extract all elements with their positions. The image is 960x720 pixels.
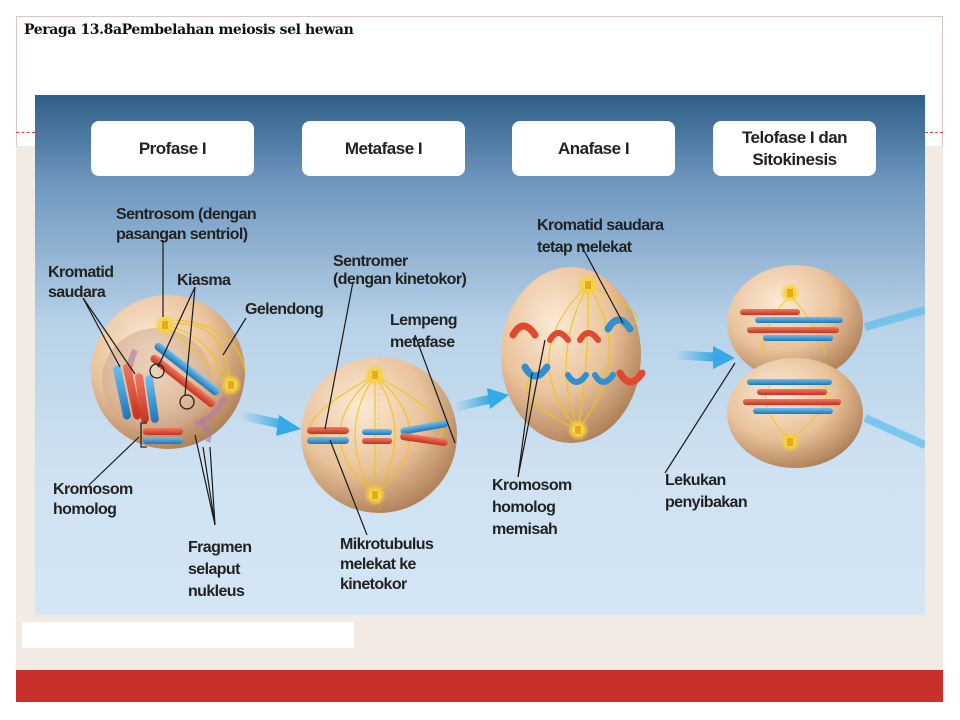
label-fragmen-line1: Fragmen [188, 539, 252, 556]
label-sentromer-line2: (dengan kinetokor) [333, 271, 467, 288]
chiasma-circle-1 [149, 363, 165, 379]
centrosome-bottom [567, 419, 589, 441]
spindle-fibers [525, 284, 638, 431]
phase-box-telofase: Telofase I dan Sitokinesis [713, 121, 876, 176]
label-gelendong: Gelendong [245, 301, 324, 318]
cell-metafase [301, 357, 457, 513]
label-lempeng-line2: metafase [390, 334, 455, 351]
chromosome-pair-bottom [143, 428, 183, 444]
homolog-bracket [140, 422, 147, 448]
phase-label-metafase: Metafase I [344, 138, 423, 158]
label-kromosom-memisah-line2: homolog [492, 499, 556, 516]
label-fragmen-selaput: Fragmen selaput nukleus [188, 537, 252, 603]
label-kromosom-homolog-line2: homolog [53, 501, 117, 518]
label-kromosom-homolog-line1: Kromosom [53, 481, 133, 498]
label-kromatid-saudara: Kromatid saudara [48, 263, 114, 303]
centrosome-top [780, 283, 800, 303]
dashed-line-right [925, 132, 943, 133]
phase-label-telofase-line2: Sitokinesis [752, 149, 837, 169]
label-sentrosom-line1: Sentrosom (dengan [116, 206, 257, 223]
label-kromosom-memisah-line1: Kromosom [492, 477, 572, 494]
label-lekukan-line2: penyibakan [665, 494, 748, 511]
label-sentromer: Sentromer (dengan kinetokor) [333, 253, 467, 289]
label-kromatid-tetap-line2: tetap melekat [537, 239, 632, 256]
chromosomes-top-cell [740, 309, 843, 341]
dashed-line-left [16, 132, 35, 133]
phase-label-profase: Profase I [138, 138, 207, 158]
chromosomes-lower [521, 363, 646, 386]
chromosome-pair-left [113, 363, 159, 423]
centrosome-right [220, 374, 242, 396]
label-mikrotubulus: Mikrotubulus melekat ke kinetokor [340, 535, 434, 595]
cell-anafase [501, 267, 646, 443]
label-lekukan-line1: Lekukan [665, 472, 726, 489]
phase-label-telofase: Telofase I dan Sitokinesis [741, 127, 848, 171]
page-title: Peraga 13.8aPembelahan meiosis sel hewan [24, 22, 354, 38]
chromosomes-bottom-cell [743, 379, 841, 414]
arrow-profase-metafase [239, 410, 301, 436]
label-mikrotubulus-line1: Mikrotubulus [340, 536, 434, 553]
meiosis-diagram [82, 240, 925, 536]
chromosome-pair-3 [400, 420, 448, 446]
label-sentrosom: Sentrosom (dengan pasangan sentriol) [116, 205, 257, 245]
label-fragmen-line3: nukleus [188, 583, 245, 600]
arrow-metafase-anafase [454, 388, 509, 412]
label-fragmen-line2: selaput [188, 561, 240, 578]
label-kiasma: Kiasma [177, 272, 231, 289]
label-kromatid-tetap: Kromatid saudara tetap melekat [537, 215, 664, 259]
figure-panel: Profase I Metafase I Anafase I Telofase … [35, 95, 925, 615]
label-sentrosom-line2: pasangan sentriol) [116, 226, 248, 243]
arrow-exit-bottom [863, 414, 925, 449]
label-lempeng-metafase: Lempeng metafase [390, 310, 458, 354]
phase-box-anafase: Anafase I [512, 121, 675, 176]
cell-telofase [727, 265, 863, 468]
label-kromatid-tetap-line1: Kromatid saudara [537, 217, 664, 234]
phase-label-anafase: Anafase I [557, 138, 630, 158]
footer-bar [16, 670, 943, 702]
label-kromatid-line2: saudara [48, 284, 106, 301]
centrosome-top [577, 274, 599, 296]
chromosomes-upper [509, 316, 634, 343]
label-sentromer-line1: Sentromer [333, 253, 408, 270]
arrow-anafase-telofase [674, 346, 735, 369]
bottom-white-strip [22, 622, 354, 648]
label-kromosom-memisah: Kromosom homolog memisah [492, 475, 572, 541]
leader-lines [82, 240, 736, 536]
label-lempeng-line1: Lempeng [390, 312, 458, 329]
label-mikrotubulus-line3: kinetokor [340, 576, 407, 593]
chiasma-circle-2 [179, 394, 195, 410]
cell-profase [91, 295, 246, 449]
phase-box-metafase: Metafase I [302, 121, 465, 176]
phase-label-telofase-line1: Telofase I dan [741, 127, 848, 147]
chromosome-pair-2 [362, 429, 392, 444]
centrosome-top [364, 364, 386, 386]
centrosome-bottom [364, 484, 386, 506]
label-mikrotubulus-line2: melekat ke [340, 556, 416, 573]
label-kromosom-memisah-line3: memisah [492, 521, 558, 538]
label-kromatid-line1: Kromatid [48, 264, 114, 281]
centrosome-bottom [780, 432, 800, 452]
centrosome-top [154, 314, 176, 336]
label-lekukan: Lekukan penyibakan [665, 470, 748, 514]
arrow-exit-top [863, 306, 925, 331]
phase-box-profase: Profase I [91, 121, 254, 176]
label-kromosom-homolog: Kromosom homolog [53, 480, 133, 520]
chromosome-pair-1 [307, 427, 349, 444]
